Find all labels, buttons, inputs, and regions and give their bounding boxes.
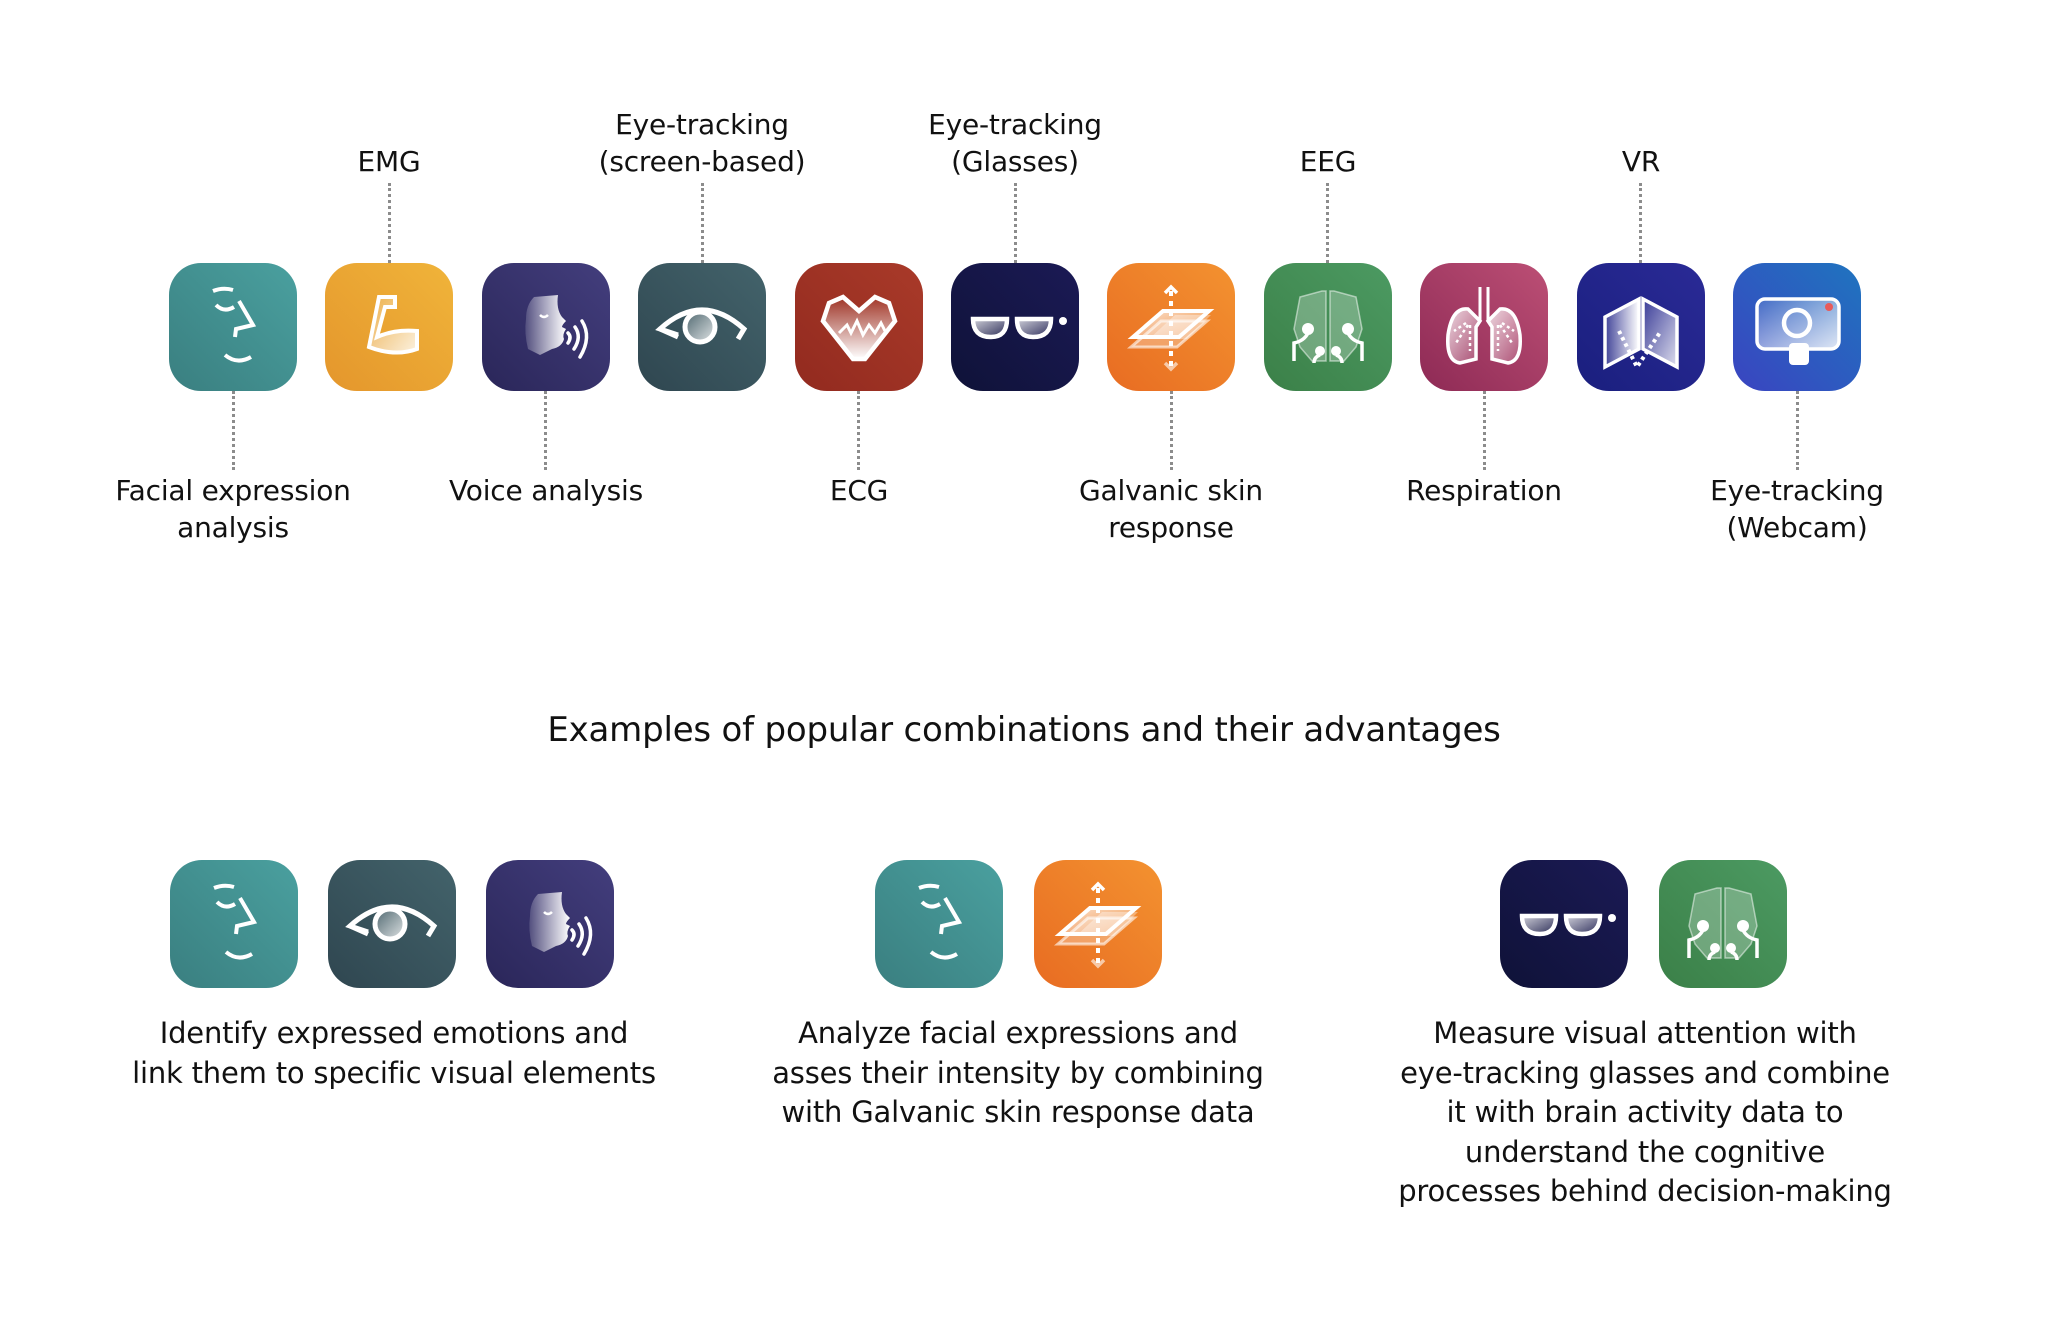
section-heading: Examples of popular combinations and the… (547, 710, 1501, 750)
modality-tile-vr (1577, 263, 1705, 391)
modality-tile-eye-screen (638, 263, 766, 391)
modality-tile-voice (482, 263, 610, 391)
modality-label-ecg: ECG (699, 472, 1019, 509)
combination-tile-facial (875, 860, 1003, 988)
modality-label-text: Respiration (1406, 474, 1562, 507)
modality-label-text: ECG (829, 474, 889, 507)
modality-tile-eeg (1264, 263, 1392, 391)
modality-label-eye-glasses: Eye-tracking (Glasses) (855, 100, 1175, 180)
combination-description: Analyze facial expressions and asses the… (772, 1016, 1264, 1129)
modality-label-eeg: EEG (1168, 100, 1488, 180)
combination-tile-eye-glasses (1500, 860, 1628, 988)
combination-tile-eeg (1659, 860, 1787, 988)
modality-tile-gsr (1107, 263, 1235, 391)
glasses-icon (1500, 860, 1628, 988)
connector-line (1170, 391, 1173, 470)
modality-label-voice: Voice analysis (386, 472, 706, 509)
lungs-icon (1420, 263, 1548, 391)
connector-line (1796, 391, 1799, 470)
speaking-head-icon (482, 263, 610, 391)
skin-layers-icon (1107, 263, 1235, 391)
speaking-head-icon (486, 860, 614, 988)
modality-label-text: EMG (357, 145, 421, 178)
skin-layers-icon (1034, 860, 1162, 988)
face-profile-icon (875, 860, 1003, 988)
modality-label-text: VR (1621, 145, 1661, 178)
connector-line (1639, 183, 1642, 263)
modality-tile-respiration (1420, 263, 1548, 391)
modality-label-vr: VR (1481, 100, 1801, 180)
modality-label-text: Eye-tracking (screen-based) (598, 108, 806, 178)
modality-label-eye-webcam: Eye-tracking (Webcam) (1637, 472, 1957, 546)
connector-line (232, 391, 235, 470)
webcam-icon (1733, 263, 1861, 391)
modality-label-gsr: Galvanic skin response (1011, 472, 1331, 546)
modality-tile-eye-glasses (951, 263, 1079, 391)
modality-label-text: Galvanic skin response (1079, 474, 1263, 544)
combination-tile-gsr (1034, 860, 1162, 988)
modality-label-text: Facial expression analysis (115, 474, 351, 544)
modality-label-text: Voice analysis (449, 474, 643, 507)
connector-line (1326, 183, 1329, 263)
modality-tile-ecg (795, 263, 923, 391)
connector-line (388, 183, 391, 263)
modality-label-text: EEG (1299, 145, 1357, 178)
heart-pulse-icon (795, 263, 923, 391)
glasses-icon (951, 263, 1079, 391)
connector-line (701, 183, 704, 263)
modality-tile-eye-webcam (1733, 263, 1861, 391)
face-profile-icon (170, 860, 298, 988)
eye-icon (638, 263, 766, 391)
modality-label-text: Eye-tracking (Webcam) (1710, 474, 1884, 544)
modality-label-facial: Facial expression analysis (73, 472, 393, 546)
brain-electrodes-icon (1659, 860, 1787, 988)
modality-tile-emg (325, 263, 453, 391)
combination-description: Measure visual attention with eye-tracki… (1398, 1016, 1892, 1208)
connector-line (1014, 183, 1017, 263)
modality-label-eye-screen: Eye-tracking (screen-based) (542, 100, 862, 180)
modality-label-respiration: Respiration (1324, 472, 1644, 509)
modality-label-emg: EMG (229, 100, 549, 180)
combination-tile-voice (486, 860, 614, 988)
flexed-arm-icon (325, 263, 453, 391)
eye-icon (328, 860, 456, 988)
brain-electrodes-icon (1264, 263, 1392, 391)
modality-label-text: Eye-tracking (Glasses) (928, 108, 1102, 178)
connector-line (857, 391, 860, 470)
combination-tile-facial (170, 860, 298, 988)
connector-line (1483, 391, 1486, 470)
vr-panels-icon (1577, 263, 1705, 391)
connector-line (544, 391, 547, 470)
face-profile-icon (169, 263, 297, 391)
combination-tile-eye-screen (328, 860, 456, 988)
modality-tile-facial (169, 263, 297, 391)
combination-description: Identify expressed emotions and link the… (132, 1016, 656, 1090)
